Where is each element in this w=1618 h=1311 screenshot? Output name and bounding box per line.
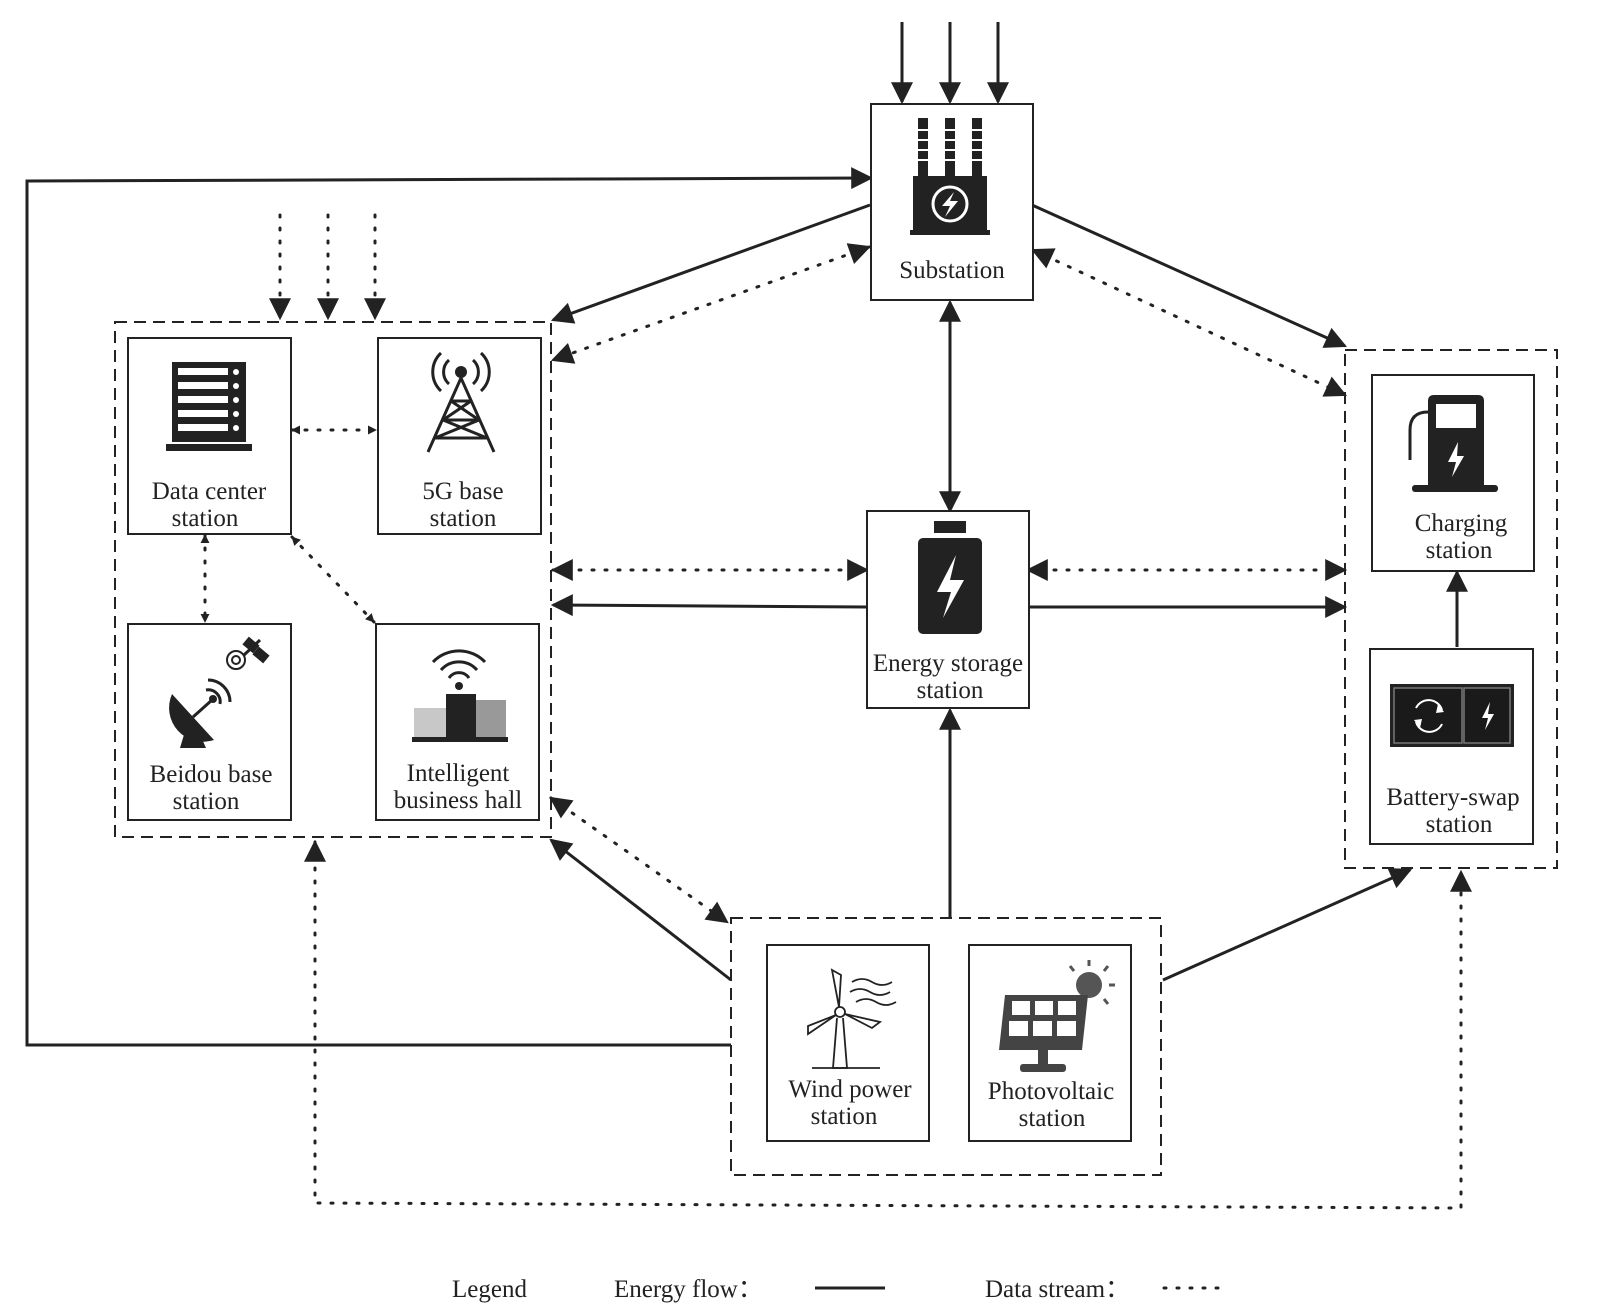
satellite-dish-icon <box>169 636 270 748</box>
renewables-to-ev-energy-arrow <box>1162 868 1413 982</box>
substation-ev-data-arrow <box>1031 248 1347 397</box>
legend-title: Legend <box>452 1276 527 1303</box>
wind-power-label-line1: Wind power <box>788 1076 912 1103</box>
antenna-tower-icon <box>426 351 496 453</box>
wind-turbine-icon <box>807 968 897 1069</box>
business-hall-label-line2: business hall <box>394 787 523 814</box>
data-center-label-line2: station <box>172 505 239 532</box>
data-center-node: Data center station <box>127 337 292 535</box>
business-hall-label-line1: Intelligent <box>407 760 510 787</box>
substation-label: Substation <box>899 257 1005 284</box>
substation-to-city-energy-arrow <box>550 203 871 324</box>
base-5g-label-line1: 5G base <box>422 478 503 505</box>
beidou-label-line2: station <box>173 788 240 815</box>
battery-swap-label-line1: Battery-swap <box>1386 784 1519 811</box>
battery-swap-icon <box>1390 684 1514 747</box>
wind-to-substation-energy-line <box>25 167 874 1047</box>
building-wifi-icon <box>412 649 508 742</box>
charging-label-line1: Charging <box>1415 510 1508 537</box>
legend-data-stream-label: Data stream： <box>985 1276 1130 1303</box>
wind-power-label-line2: station <box>811 1103 878 1130</box>
energy-storage-label-line1: Energy storage <box>873 650 1023 677</box>
battery-swap-node: Battery-swap station <box>1369 648 1534 845</box>
base-5g-node: 5G base station <box>377 337 542 535</box>
renewables-to-city-energy-arrow <box>549 838 732 982</box>
substation-city-data-arrow <box>550 243 872 364</box>
legend: Legend Energy flow： Data stream： <box>452 1276 1224 1303</box>
data-center-label-line1: Data center <box>152 478 267 505</box>
battery-icon <box>918 521 982 634</box>
storage-to-city-energy-arrow <box>550 594 868 617</box>
battery-swap-label-line2: station <box>1426 811 1493 838</box>
energy-storage-node: Energy storage station <box>866 510 1030 709</box>
charging-label-line2: station <box>1426 537 1493 564</box>
wind-power-node: Wind power station <box>766 944 930 1142</box>
beidou-node: Beidou base station <box>127 623 292 821</box>
solar-panel-icon <box>999 960 1115 1072</box>
legend-energy-flow-label: Energy flow： <box>614 1276 763 1303</box>
datacenter-hall-data-arrow <box>290 535 376 624</box>
substation-node: Substation <box>870 103 1034 301</box>
base-5g-label-line2: station <box>430 505 497 532</box>
substation-to-ev-energy-arrow <box>1031 203 1348 348</box>
photovoltaic-node: Photovoltaic station <box>968 944 1132 1142</box>
charging-node: Charging station <box>1371 374 1535 572</box>
photovoltaic-label-line2: station <box>1019 1105 1086 1132</box>
business-hall-node: Intelligent business hall <box>375 623 540 821</box>
fuel-pump-icon <box>1408 395 1498 492</box>
server-rack-icon <box>166 362 252 451</box>
transformer-icon <box>910 118 990 235</box>
beidou-label-line1: Beidou base <box>150 761 273 788</box>
city-ev-bottom-data-line <box>304 839 1472 1210</box>
photovoltaic-label-line1: Photovoltaic <box>988 1078 1114 1105</box>
energy-storage-label-line2: station <box>917 677 984 704</box>
